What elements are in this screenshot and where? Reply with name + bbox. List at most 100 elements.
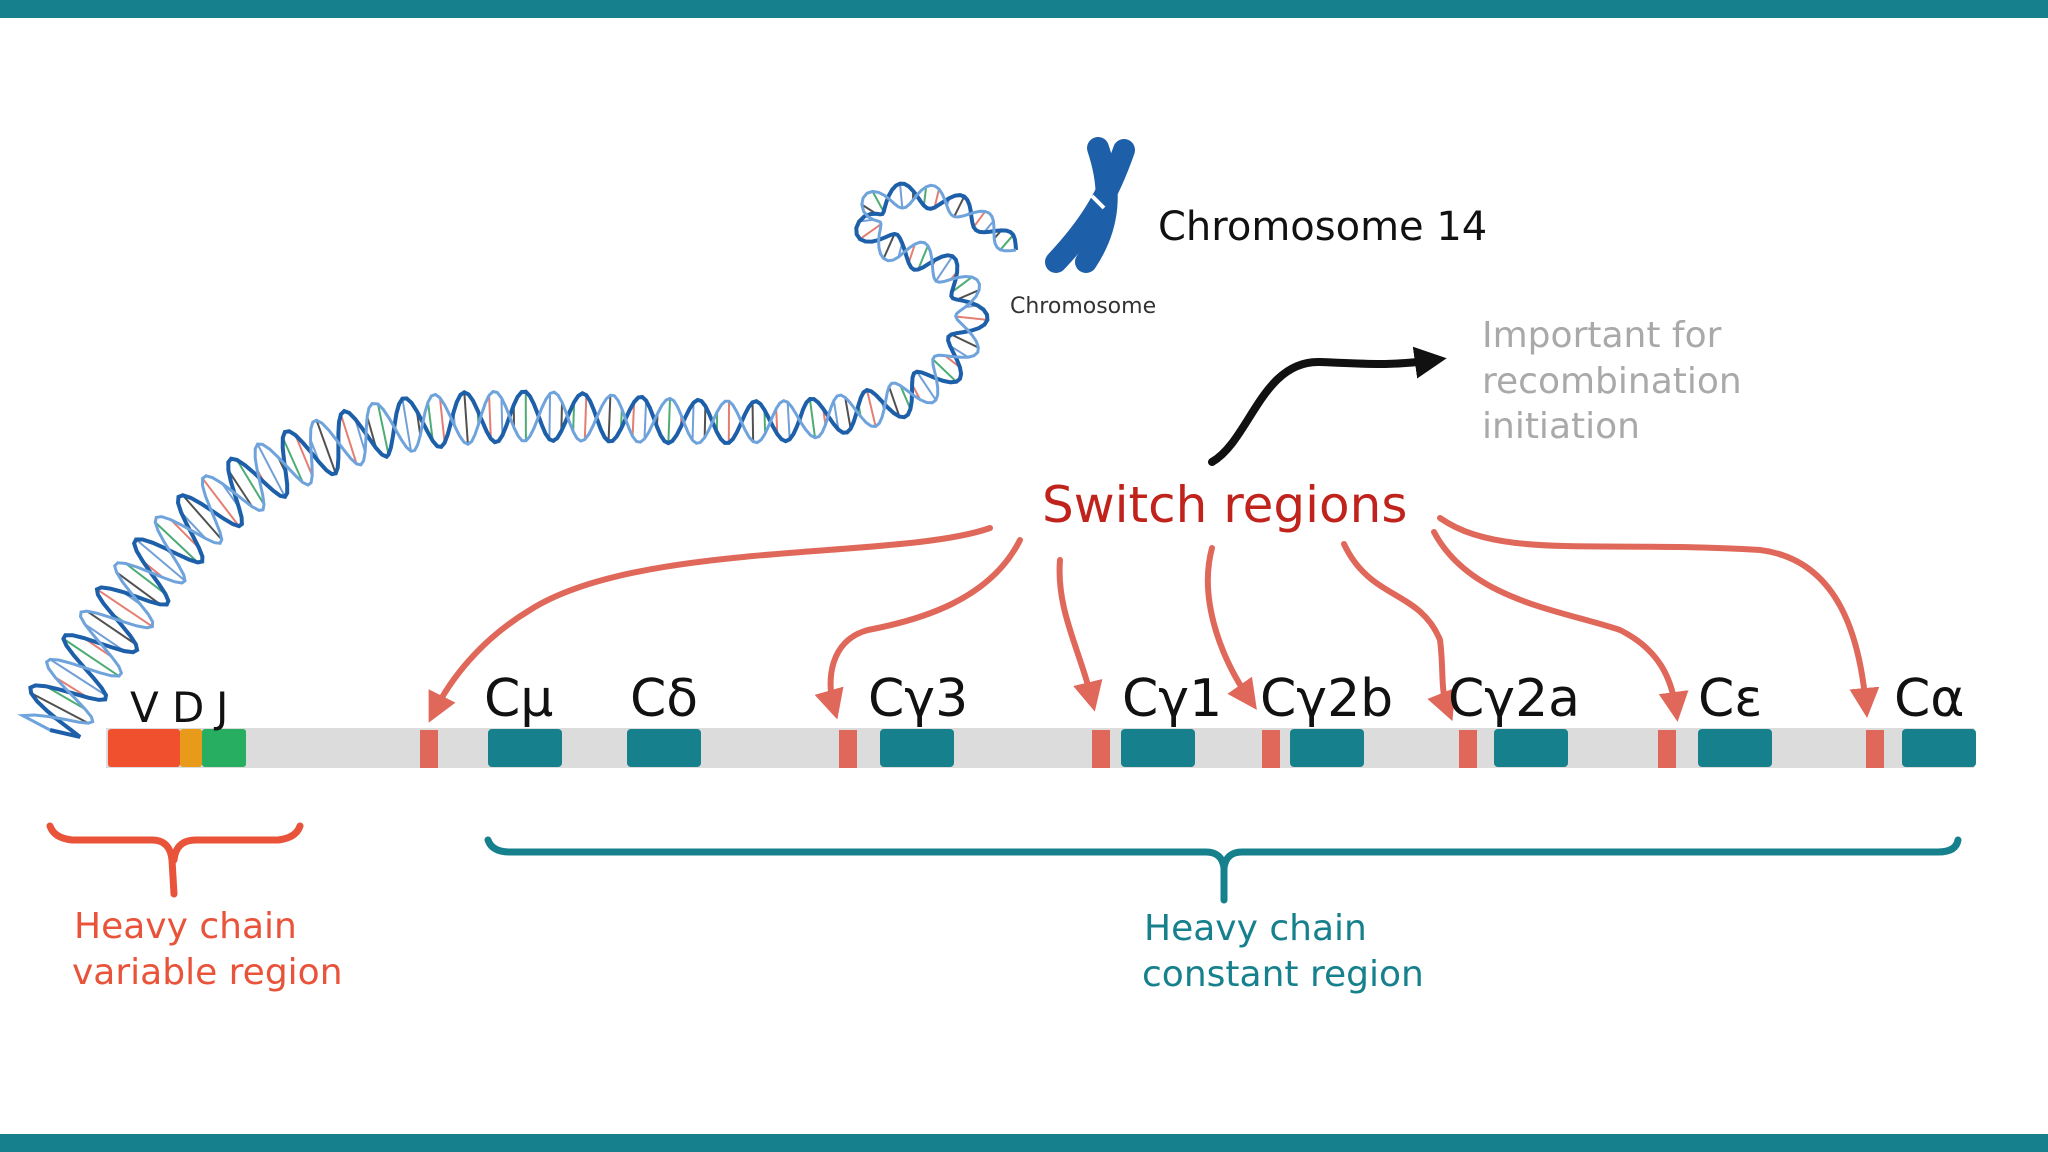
chromosome-caption: Chromosome [1010, 294, 1156, 319]
dna-base-pair [115, 571, 161, 606]
segment-label-j: J [213, 683, 228, 732]
dna-base-pair [339, 413, 358, 465]
switch-region-box [1459, 730, 1477, 768]
constant-segment-gamma2b [1290, 729, 1364, 767]
top-frame-bar [0, 0, 2048, 18]
note-line-2: recombination [1482, 361, 1742, 402]
constant-label-gamma3: Cγ3 [868, 669, 968, 729]
dna-base-pair [45, 685, 86, 711]
dna-base-pair [667, 398, 672, 444]
constant-segment-delta [627, 729, 701, 767]
dna-base-pair [951, 276, 973, 293]
constant-segment-mu [488, 729, 562, 767]
note-line-1: Important for [1482, 315, 1722, 356]
gene-track [106, 728, 1974, 768]
chromosome-icon [1045, 137, 1135, 273]
dna-base-pair [49, 658, 107, 697]
dna-base-pair [315, 419, 337, 474]
dna-double-helix [17, 181, 1018, 739]
constant-region-label-1: Heavy chain [1144, 908, 1367, 949]
switch-region-box [420, 730, 438, 768]
dna-base-pair [376, 403, 390, 455]
dna-base-pair [844, 397, 852, 429]
dna-base-pair [236, 459, 265, 505]
constant-region-label-2: constant region [1142, 954, 1424, 995]
dna-base-pair [96, 588, 153, 628]
constant-segment-alpha [1902, 729, 1976, 767]
switch-arrow [1056, 557, 1103, 712]
switch-arrow [1431, 529, 1689, 722]
switch-region-box [839, 730, 857, 768]
constant-label-mu: Cμ [484, 669, 553, 729]
dna-base-pair [922, 186, 928, 206]
switch-arrow [1437, 515, 1880, 718]
dna-base-pair [899, 183, 904, 209]
dna-base-pair [751, 402, 755, 442]
dna-base-pair [438, 397, 446, 443]
dna-base-pair [427, 402, 434, 442]
constant-segments [488, 729, 1976, 767]
dna-base-pair [859, 223, 882, 240]
dna-base-pair [917, 245, 929, 270]
dna-base-pair [182, 494, 223, 541]
dna-base-pair [30, 692, 89, 725]
dna-base-pair [201, 477, 240, 527]
dna-base-pair [932, 358, 958, 383]
dna-base-pair [933, 188, 940, 208]
dna-base-pair [62, 637, 120, 677]
dna-base-pair [871, 190, 885, 213]
dna-base-pair [643, 400, 648, 439]
switch-region-box [1262, 730, 1280, 768]
constant-region-brace [484, 836, 1962, 904]
dna-base-pair [935, 255, 954, 282]
constant-segment-epsilon [1698, 729, 1772, 767]
dna-base-pair [786, 402, 791, 440]
dna-base-pair [953, 196, 966, 218]
variable-region-label-1: Heavy chain [74, 906, 297, 947]
bottom-frame-bar [0, 1134, 2048, 1152]
dna-base-pair [84, 623, 125, 652]
dna-base-pair [832, 400, 840, 430]
switch-arrows [428, 515, 1880, 723]
dna-base-pair [882, 233, 896, 259]
constant-segment-gamma2a [1494, 729, 1568, 767]
constant-label-gamma2b: Cγ2b [1260, 669, 1393, 729]
note-line-3: initiation [1482, 406, 1640, 447]
dna-base-pair [956, 289, 980, 301]
dna-base-pair [950, 333, 979, 349]
constant-label-gamma1: Cγ1 [1122, 669, 1222, 729]
constant-label-gamma2a: Cγ2a [1448, 669, 1580, 729]
dna-base-pair [808, 398, 816, 438]
dna-base-pair [631, 402, 636, 437]
dna-base-pair [916, 371, 937, 401]
segment-j [202, 729, 246, 767]
variable-region-label-2: variable region [72, 952, 343, 993]
segment-v [108, 729, 180, 767]
constant-label-epsilon: Cε [1698, 669, 1762, 729]
dna-strand-a [28, 181, 1018, 739]
dna-base-pair [955, 315, 988, 321]
constant-segment-gamma1 [1121, 729, 1195, 767]
dna-base-pair [866, 389, 877, 427]
dna-base-pair [227, 469, 254, 508]
switch-arrow [428, 525, 993, 723]
variable-segments [108, 729, 246, 767]
note-arrow [1208, 346, 1447, 466]
dna-base-pair [999, 234, 1015, 251]
dna-base-pair [124, 562, 167, 595]
switch-region-box [1092, 730, 1110, 768]
dna-base-pair [899, 385, 912, 410]
dna-base-pair [256, 443, 286, 498]
constant-segment-gamma3 [880, 729, 954, 767]
segment-label-v: V [130, 683, 159, 732]
dna-base-pair [888, 386, 901, 417]
switch-arrow [1204, 545, 1257, 710]
dna-base-pair [135, 538, 186, 582]
dna-base-pair [294, 434, 314, 477]
dna-base-pair [169, 518, 200, 549]
dna-base-pair [463, 392, 469, 445]
dna-strand-b [17, 183, 1017, 732]
dna-base-pair [500, 397, 504, 436]
